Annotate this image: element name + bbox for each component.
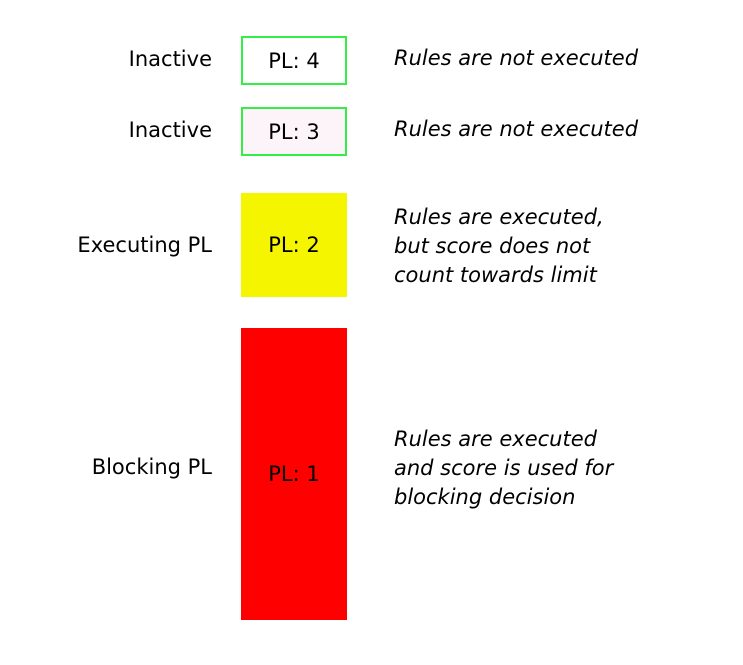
status-label-pl4: Inactive bbox=[128, 47, 212, 71]
description-pl3: Rules are not executed bbox=[394, 115, 734, 144]
pl-box-label-pl3: PL: 3 bbox=[268, 119, 320, 144]
pl-box-pl4: PL: 4 bbox=[241, 36, 347, 85]
pl-box-label-pl4: PL: 4 bbox=[268, 48, 320, 73]
status-label-pl2: Executing PL bbox=[77, 233, 212, 257]
description-line: blocking decision bbox=[394, 485, 576, 509]
status-label-pl1: Blocking PL bbox=[91, 455, 212, 479]
description-line: Rules are not executed bbox=[394, 117, 639, 141]
pl-box-pl3: PL: 3 bbox=[241, 107, 347, 156]
description-line: count towards limit bbox=[394, 263, 597, 287]
description-line: Rules are not executed bbox=[394, 46, 639, 70]
description-pl2: Rules are executed, but score does not c… bbox=[394, 203, 734, 290]
pl-box-label-pl1: PL: 1 bbox=[268, 462, 320, 486]
status-label-pl3: Inactive bbox=[128, 118, 212, 142]
description-line: Rules are executed, bbox=[394, 205, 604, 229]
pl-box-pl1: PL: 1 bbox=[241, 328, 347, 620]
pl-box-pl2: PL: 2 bbox=[241, 193, 347, 297]
description-pl4: Rules are not executed bbox=[394, 44, 734, 73]
description-line: and score is used for bbox=[394, 456, 614, 480]
description-pl1: Rules are executed and score is used for… bbox=[394, 425, 734, 512]
description-line: but score does not bbox=[394, 234, 591, 258]
pl-box-label-pl2: PL: 2 bbox=[268, 233, 320, 257]
description-line: Rules are executed bbox=[394, 427, 597, 451]
